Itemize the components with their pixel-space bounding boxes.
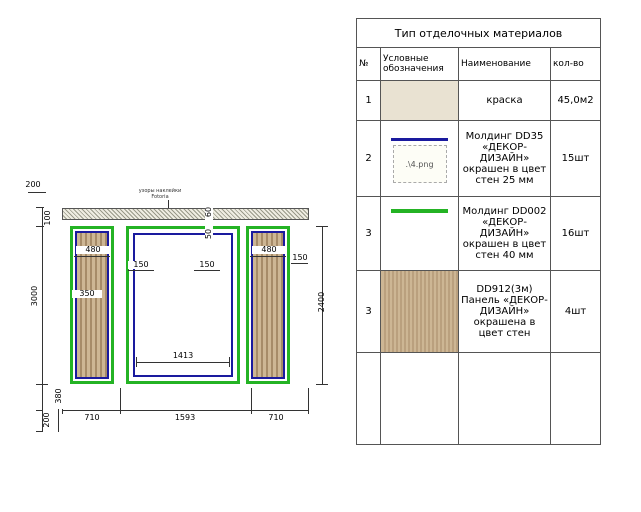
callout-note: узоры наклейки Fotoria [120,188,200,200]
green-molding-symbol [380,196,459,271]
wood-panel-swatch [380,270,459,353]
col-header-symbol: Условные обозначения [380,47,459,81]
broken-image-placeholder: .\4.png [392,145,447,183]
dimension-tick [229,357,230,367]
material-qty: 16шт [549,196,602,271]
material-name: Молдинг DD35 «ДЕКОР-ДИЗАЙН» окрашен в цв… [458,120,551,197]
col-header-num: № [356,47,381,81]
dimension-tick [36,226,48,227]
material-name: DD912(3м) Панель «ДЕКОР-ДИЗАЙН» окрашена… [458,270,551,353]
dimension-line [250,256,286,257]
row-num: 3 [356,270,381,353]
dim-1413-center: 1413 [164,352,202,360]
dimension-tick [120,388,121,414]
dim-150-right: 150 [292,253,308,262]
dim-100-left: 100 [43,204,52,232]
dimension-line [58,386,59,432]
dimension-tick [136,357,137,367]
dimension-line [62,410,309,411]
dimension-tick [36,384,48,385]
dimension-line [42,207,43,432]
dim-710-left: 710 [74,414,110,422]
dim-3000-left: 3000 [30,279,39,313]
table-row: 2 .\4.png Молдинг DD35 «ДЕКОР-ДИЗАЙН» ок… [356,120,602,197]
dimension-line [136,362,230,363]
dim-200-top: 200 [25,180,41,189]
dimension-tick [316,384,328,385]
ceiling-molding-strip [62,208,309,220]
dimension-line [322,226,323,384]
dimension-tick [36,207,48,208]
dim-150-gap-right: 150 [194,261,220,269]
material-qty: 15шт [549,120,602,197]
materials-table: Тип отделочных материалов № Условные обо… [355,18,602,445]
dim-480-left-panel: 480 [76,246,110,254]
dim-50-center: 50 [204,223,213,245]
dimension-line [128,270,154,271]
dim-1593-bottom: 1593 [164,414,206,422]
table-row: 1 краска 45,0м2 [356,80,602,121]
col-header-name: Наименование [458,47,551,81]
callout-line1: узоры наклейки [138,188,182,194]
center-panel [126,226,240,384]
dim-2400-right: 2400 [317,291,326,313]
dimension-tick [251,388,252,414]
row-num [356,352,381,445]
callout-line2: Fotoria [151,194,169,200]
callout-leader-line [168,200,169,208]
paint-swatch [380,80,459,121]
dim-150-gap-left: 150 [128,261,154,269]
dim-480-right-panel: 480 [252,246,286,254]
table-row: 3 DD912(3м) Панель «ДЕКОР-ДИЗАЙН» окраше… [356,270,602,353]
dimension-tick [36,410,48,411]
right-panel-wood [251,231,285,379]
material-name [458,352,551,445]
left-panel-wood [75,231,109,379]
dimension-tick [316,226,328,227]
dim-350-left-panel: 350 [72,290,102,298]
material-name: краска [458,80,551,121]
row-num: 2 [356,120,381,197]
col-header-qty: кол-во [549,47,602,81]
row-num: 1 [356,80,381,121]
material-qty: 4шт [549,270,602,353]
blue-molding-symbol: .\4.png [380,120,459,197]
green-line-swatch [391,209,448,213]
dimension-tick [308,388,309,414]
dim-380-bottom: 380 [54,383,63,409]
material-qty [549,352,602,445]
dimension-line [194,270,220,271]
table-row: 3 Молдинг DD002 «ДЕКОР-ДИЗАЙН» окрашен в… [356,196,602,271]
dimension-line [28,192,46,193]
dimension-line [74,256,110,257]
table-title: Тип отделочных материалов [355,18,602,48]
elevation-drawing: узоры наклейки Fotoria 200 100 3000 480 … [25,180,328,433]
row-num: 3 [356,196,381,271]
empty-symbol-cell [380,352,459,445]
dim-60-center: 60 [204,201,213,223]
dimension-line [291,263,308,264]
material-qty: 45,0м2 [549,80,602,121]
blue-line-swatch [391,138,448,141]
material-name: Молдинг DD002 «ДЕКОР-ДИЗАЙН» окрашен в ц… [458,196,551,271]
table-row [356,352,602,445]
dim-200-bottom: 200 [42,407,51,433]
dimension-tick [36,431,48,432]
dim-710-right: 710 [258,414,294,422]
